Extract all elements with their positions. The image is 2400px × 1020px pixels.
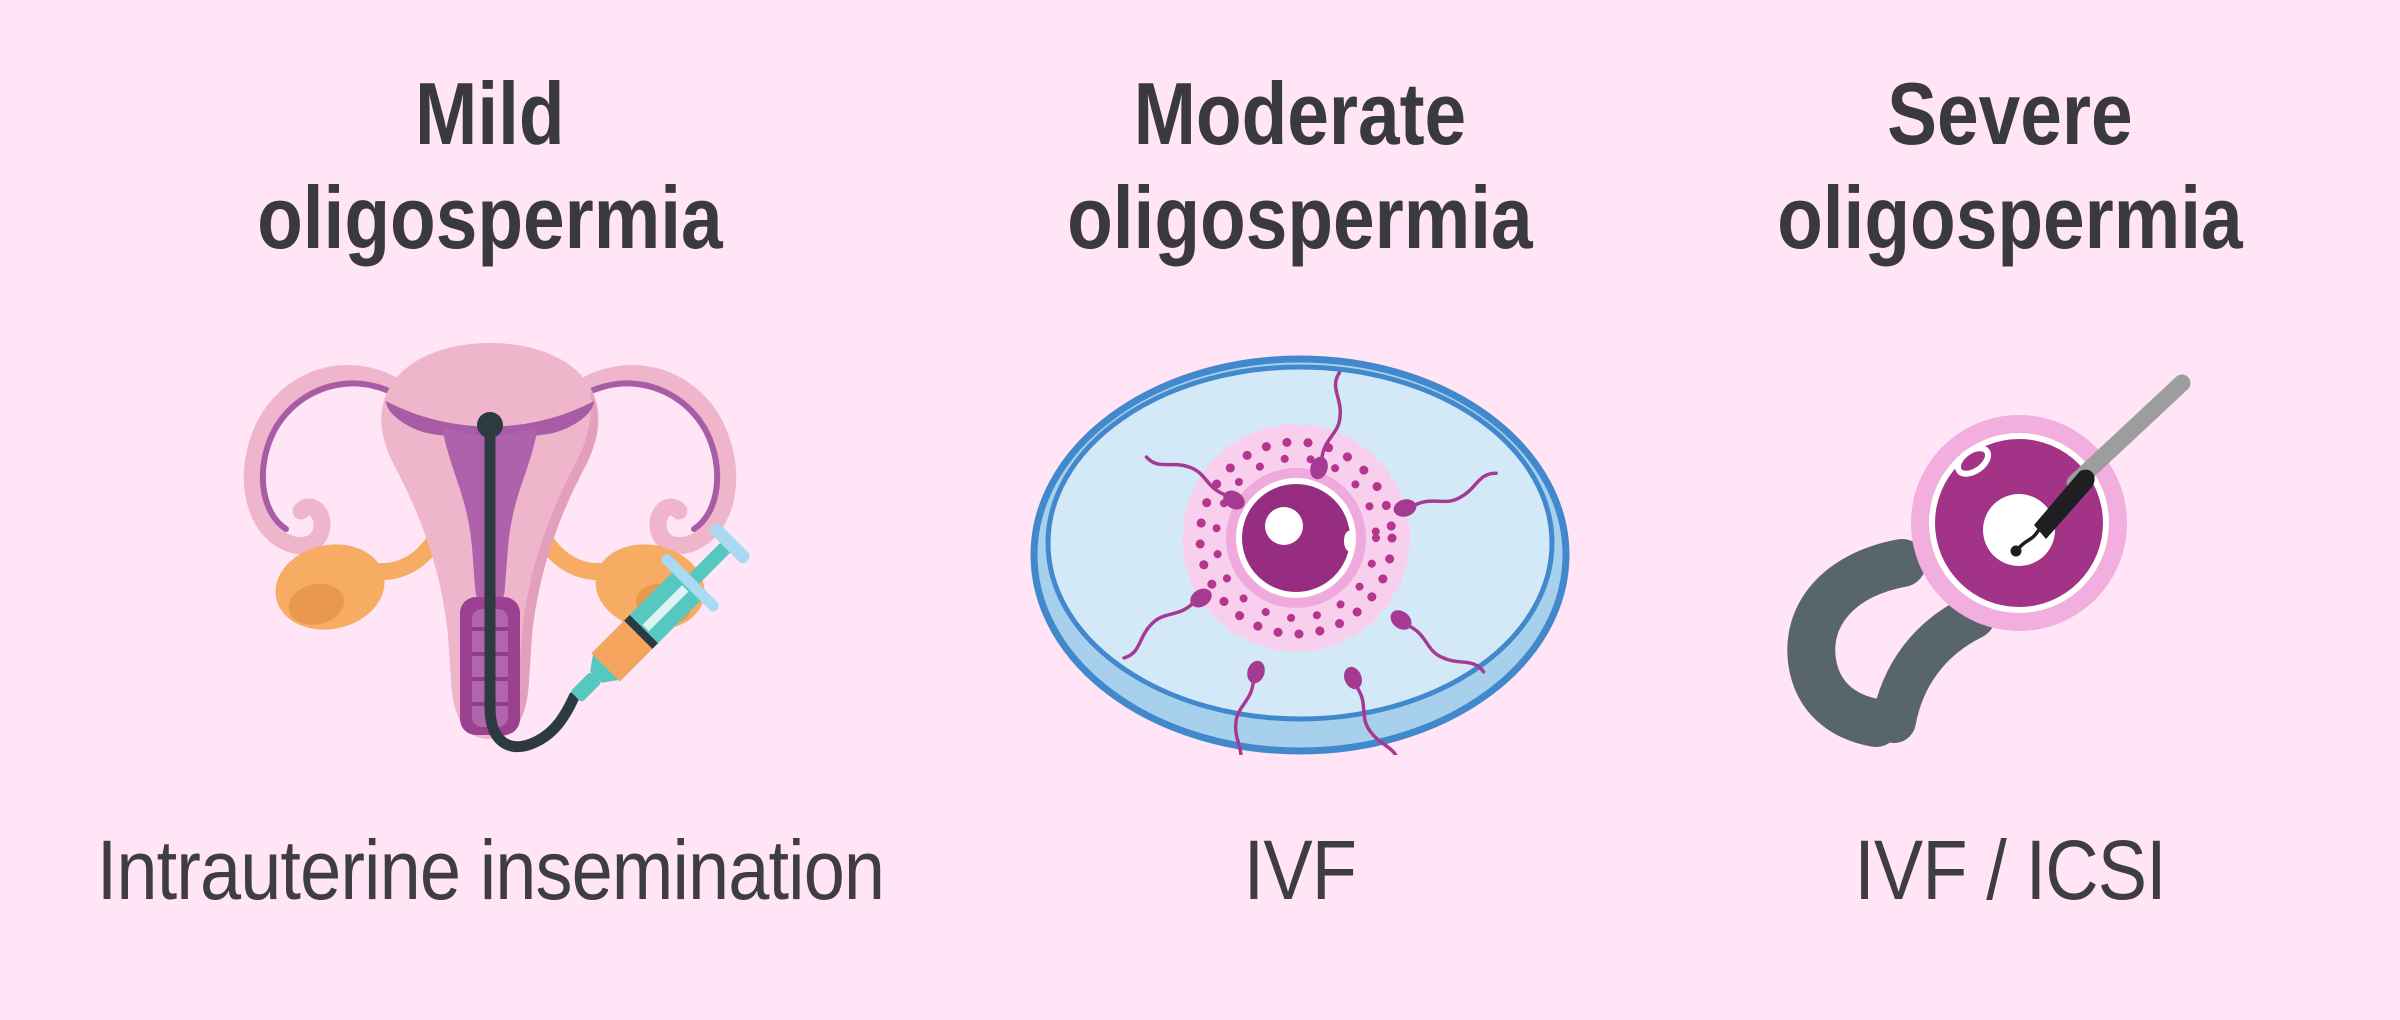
column-severe-oligospermia: Severe oligospermia	[1620, 0, 2400, 1020]
syringe-nozzle	[571, 672, 601, 702]
petri-dish-ivf-icon	[1028, 325, 1573, 785]
column-title-moderate: Moderate oligospermia	[1067, 62, 1533, 270]
needle-tip	[2034, 469, 2095, 539]
syringe-icon	[571, 523, 750, 702]
title-line1: Moderate	[1133, 64, 1467, 163]
corona-dots-outer	[1195, 437, 1396, 639]
polar-body	[1954, 445, 1992, 477]
syringe-thumb-rest	[710, 523, 750, 563]
corona-dots-inner	[1211, 454, 1380, 622]
needle-shaft	[2066, 374, 2191, 492]
insemination-catheter	[484, 419, 580, 753]
column-mild-oligospermia: Mild oligospermia	[0, 0, 980, 1020]
uterus-insemination-icon	[210, 325, 770, 785]
holding-pipette	[1787, 539, 1995, 747]
pipette-arm-inner	[1872, 595, 1995, 743]
fallopian-tube-left	[243, 365, 424, 555]
title-line1: Severe	[1887, 64, 2133, 163]
fallopian-tube-right	[556, 365, 737, 555]
title-line2: oligospermia	[1067, 168, 1533, 267]
title-line2: oligospermia	[257, 168, 723, 267]
injected-sperm-head	[2010, 545, 2022, 557]
fallopian-tube-right-lining	[562, 380, 721, 532]
ovary-left	[275, 544, 385, 630]
title-line1: Mild	[415, 64, 565, 163]
uterus-insemination-svg	[227, 343, 753, 753]
fallopian-tube-left-lining	[259, 380, 418, 532]
endometrium-band	[386, 401, 594, 438]
treatment-label-severe: IVF / ICSI	[1854, 823, 2166, 917]
syringe-sample	[591, 620, 653, 682]
title-line2: oligospermia	[1777, 168, 2243, 267]
petri-dish-svg	[1030, 355, 1569, 755]
syringe-flange	[661, 554, 719, 612]
syringe-cone	[590, 654, 619, 683]
icsi-needle	[2010, 374, 2191, 557]
egg-nucleus	[1264, 507, 1303, 545]
icsi-injection-icon	[1730, 325, 2290, 785]
syringe-highlight	[642, 585, 689, 632]
column-moderate-oligospermia: Moderate oligospermia	[980, 0, 1620, 1020]
pipette-arm-outer	[1787, 539, 1926, 747]
treatment-label-mild: Intrauterine insemination	[96, 823, 884, 917]
egg-cell	[1181, 424, 1410, 652]
column-title-severe: Severe oligospermia	[1777, 62, 2243, 270]
column-title-mild: Mild oligospermia	[257, 62, 723, 270]
icsi-svg	[1787, 374, 2191, 747]
egg-cell	[1911, 415, 2127, 631]
syringe-plunger-seal	[624, 614, 659, 649]
egg-nucleus	[1983, 494, 2055, 566]
polar-body	[1343, 531, 1354, 551]
injected-sperm-tail	[2016, 529, 2040, 551]
fallopian-tube-left-group	[227, 365, 447, 630]
catheter-tip	[477, 412, 503, 438]
uterus-body-shade	[490, 387, 598, 739]
syringe-plunger-rod	[689, 542, 731, 584]
treatment-label-moderate: IVF	[1243, 823, 1357, 917]
